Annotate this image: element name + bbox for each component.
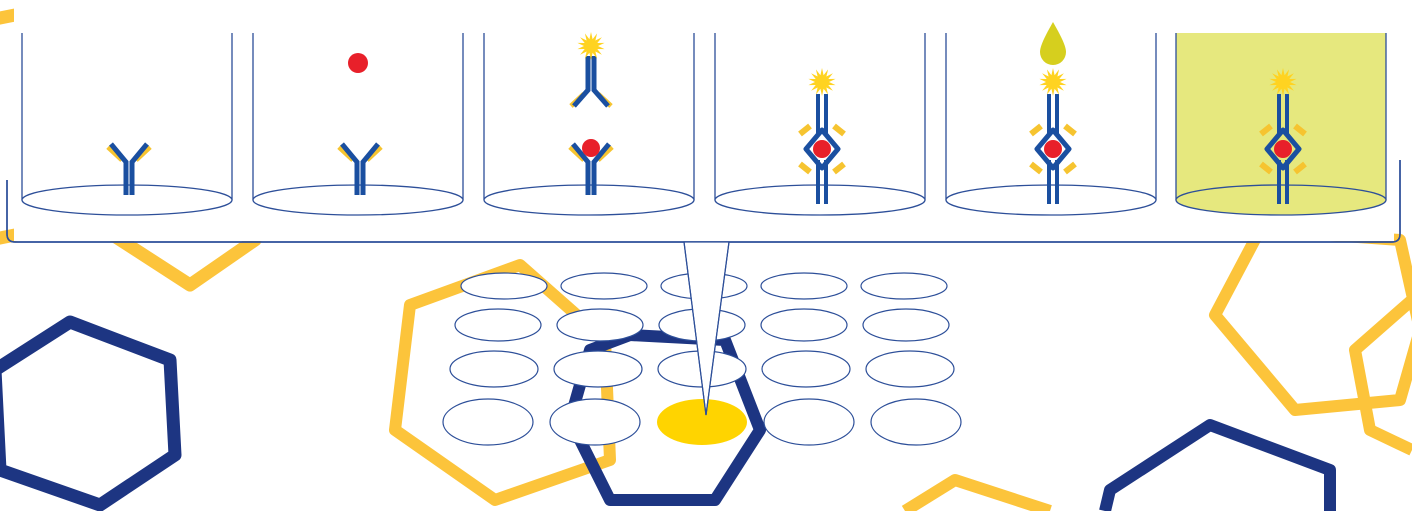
well-step-1 bbox=[21, 33, 233, 216]
gold-hexagon-right bbox=[1209, 224, 1412, 416]
upper-light-chain-right bbox=[1063, 123, 1077, 137]
pipette-pointer-edge-right bbox=[705, 241, 730, 416]
plate-well bbox=[860, 272, 948, 300]
heavy-chain-left bbox=[109, 142, 129, 195]
well-plate bbox=[442, 272, 962, 446]
heavy-chain-right bbox=[129, 142, 149, 195]
antigen-dot bbox=[1044, 140, 1062, 158]
enzyme-burst bbox=[808, 68, 836, 96]
plate-well bbox=[449, 350, 539, 388]
plate-well bbox=[556, 308, 644, 342]
panel-mask bbox=[14, 0, 1394, 241]
highlighted-well bbox=[657, 399, 747, 445]
upper-light-chain-left bbox=[798, 123, 812, 137]
well-step-4 bbox=[714, 33, 926, 216]
well-step-5 bbox=[945, 22, 1157, 216]
upper-light-chain-left bbox=[1029, 123, 1043, 137]
substrate-drop bbox=[1040, 22, 1066, 65]
capture-antibody bbox=[106, 142, 152, 195]
detection-stem-left bbox=[1047, 94, 1051, 136]
plate-well bbox=[460, 272, 548, 300]
lower-light-chain-left bbox=[1259, 161, 1273, 175]
capture-antibody bbox=[337, 142, 383, 195]
heavy-chain-left bbox=[340, 142, 360, 195]
lower-light-chain-left bbox=[1029, 161, 1043, 175]
sandwich-complex bbox=[1029, 68, 1077, 204]
detection-stem-right bbox=[1055, 94, 1059, 136]
enzyme-burst bbox=[1039, 68, 1067, 96]
heavy-chain-left bbox=[572, 56, 591, 108]
pipette-pointer-edge bbox=[683, 241, 707, 416]
wells-row bbox=[21, 22, 1387, 216]
capture-antibody bbox=[568, 142, 614, 195]
gold-hexagon-far-right bbox=[1349, 295, 1412, 456]
lower-light-chain-right bbox=[1293, 161, 1307, 175]
antigen-dot bbox=[582, 139, 600, 157]
capture-stem-left bbox=[816, 160, 820, 204]
sandwich-complex bbox=[798, 68, 846, 204]
well-step-6 bbox=[1175, 33, 1387, 216]
plate-well bbox=[763, 398, 855, 446]
navy-hexagon-bottom-right bbox=[1099, 419, 1336, 511]
antibody-arms-diamond bbox=[803, 127, 841, 171]
lower-light-chain-right bbox=[832, 161, 846, 175]
plate-well bbox=[454, 308, 542, 342]
heavy-chain-right bbox=[591, 56, 610, 108]
detection-stem-left bbox=[816, 94, 820, 136]
plate-well bbox=[553, 350, 643, 388]
capture-stem-left bbox=[1047, 160, 1051, 204]
plate-well bbox=[760, 308, 848, 342]
detection-stem-right bbox=[1285, 94, 1289, 136]
gold-chevron-bottom bbox=[901, 474, 1052, 511]
plate-well bbox=[760, 272, 848, 300]
well-step-3 bbox=[483, 32, 695, 216]
lower-light-chain-left bbox=[798, 161, 812, 175]
antibody-arms-diamond bbox=[1034, 127, 1072, 171]
capture-stem-right bbox=[1055, 160, 1059, 204]
heavy-chain-right bbox=[591, 142, 611, 195]
navy-hexagon-left bbox=[0, 315, 182, 511]
enzyme-burst bbox=[577, 32, 605, 60]
plate-well bbox=[865, 350, 955, 388]
plate-well bbox=[862, 308, 950, 342]
detection-stem-left bbox=[1277, 94, 1281, 136]
upper-light-chain-left bbox=[1259, 123, 1273, 137]
capture-stem-left bbox=[1277, 160, 1281, 204]
upper-light-chain-right bbox=[832, 123, 846, 137]
plate-well bbox=[761, 350, 851, 388]
enzyme-burst bbox=[1269, 68, 1297, 96]
lower-light-chain-right bbox=[1063, 161, 1077, 175]
sandwich-complex bbox=[1259, 68, 1307, 204]
antigen-dot bbox=[348, 53, 368, 73]
antibody-arms-diamond bbox=[1264, 127, 1302, 171]
detection-antibody bbox=[569, 56, 613, 108]
capture-stem-right bbox=[824, 160, 828, 204]
capture-stem-right bbox=[1285, 160, 1289, 204]
plate-well bbox=[560, 272, 648, 300]
well-step-2 bbox=[252, 33, 464, 216]
plate-well bbox=[549, 398, 641, 446]
plate-well bbox=[442, 398, 534, 446]
antigen-dot bbox=[813, 140, 831, 158]
upper-light-chain-right bbox=[1293, 123, 1307, 137]
heavy-chain-left bbox=[571, 142, 591, 195]
detection-stem-right bbox=[824, 94, 828, 136]
heavy-chain-right bbox=[360, 142, 380, 195]
plate-well bbox=[870, 398, 962, 446]
antigen-dot bbox=[1274, 140, 1292, 158]
